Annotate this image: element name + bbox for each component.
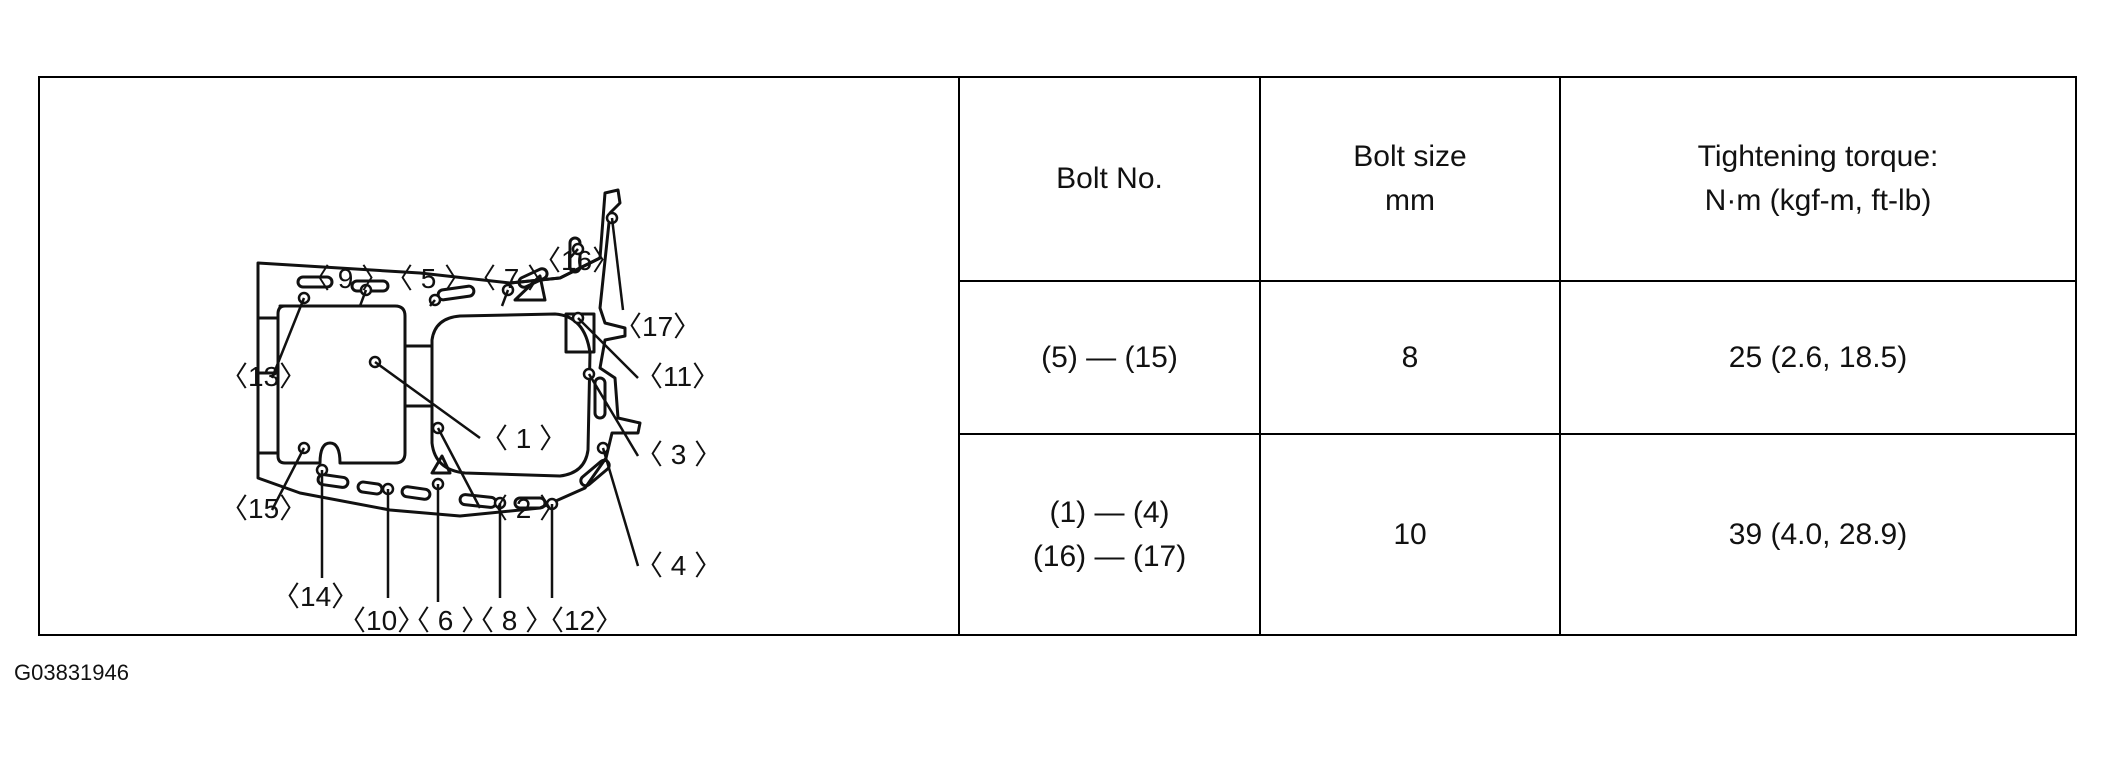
leader-16 xyxy=(569,248,579,259)
table-row: (5) — (15) 8 25 (2.6, 18.5) xyxy=(960,280,2075,435)
bolt-label-3: 〈 3 〉 xyxy=(635,439,722,470)
header-bolt-no: Bolt No. xyxy=(960,78,1261,282)
figure-id: G03831946 xyxy=(14,660,129,685)
table-header-row: Bolt No. Bolt size mm Tightening torque:… xyxy=(960,78,2075,282)
bolt-label-9: 〈 9 〉 xyxy=(302,263,389,294)
leader-13 xyxy=(270,297,306,379)
bolt-label-6: 〈 6 〉 xyxy=(402,605,489,634)
slot xyxy=(568,236,582,274)
bolt-label-7: 〈 7 〉 xyxy=(468,263,555,294)
bolt-label-15: 〈15〉 xyxy=(220,493,307,524)
bolt-label-13: 〈13〉 xyxy=(220,361,307,392)
header-line: Bolt No. xyxy=(1056,162,1163,195)
upper-arm xyxy=(509,256,601,285)
slot xyxy=(356,480,384,496)
bolt-label-1: 〈 1 〉 xyxy=(480,423,567,454)
right-opening xyxy=(430,312,592,478)
leader-11 xyxy=(577,317,639,379)
triangle-lower xyxy=(430,454,452,475)
triangle-upper xyxy=(513,274,547,302)
cell-bolt-size: 8 xyxy=(1259,280,1561,435)
bolt-label-2: 〈 2 〉 xyxy=(480,493,567,524)
slot xyxy=(400,485,432,501)
leader-9 xyxy=(358,289,368,307)
figure-frame: 〈 9 〉 〈 5 〉 〈 7 〉 〈16〉 〈17〉 〈13〉 〈11〉 〈 … xyxy=(38,76,2077,636)
bolt-label-10: 〈10〉 xyxy=(338,605,425,634)
leader-4 xyxy=(601,447,640,567)
slot xyxy=(513,496,547,510)
bolt-label-4: 〈 4 〉 xyxy=(635,550,722,581)
table-row: (1) — (4) (16) — (17) 10 39 (4.0, 28.9) xyxy=(960,433,2075,634)
diagram-drawing: 〈 9 〉 〈 5 〉 〈 7 〉 〈16〉 〈17〉 〈13〉 〈11〉 〈 … xyxy=(220,188,722,634)
bolt-label-17: 〈17〉 xyxy=(614,311,701,342)
leader-7 xyxy=(500,289,510,307)
header-line: N·m (kgf-m, ft-lb) xyxy=(1704,184,1932,217)
leader-17 xyxy=(610,217,625,311)
left-block-bottom xyxy=(256,371,280,455)
cell-torque: 39 (4.0, 28.9) xyxy=(1559,433,2075,634)
leader-2 xyxy=(436,427,482,509)
bolt-label-8: 〈 8 〉 xyxy=(466,605,553,634)
center-bridge xyxy=(403,344,434,408)
bolt-torque-table: Bolt No. Bolt size mm Tightening torque:… xyxy=(960,78,2075,634)
bolt-label-12: 〈12〉 xyxy=(536,605,623,634)
bolt-label-11: 〈11〉 xyxy=(635,361,720,392)
header-tightening-torque: Tightening torque: N·m (kgf-m, ft-lb) xyxy=(1559,78,2075,282)
cell-line: (5) — (15) xyxy=(1041,340,1178,374)
leader-3 xyxy=(587,373,640,457)
cell-bolt-no: (5) — (15) xyxy=(960,280,1261,435)
cell-bolt-no: (1) — (4) (16) — (17) xyxy=(960,433,1261,634)
slot xyxy=(296,275,334,289)
cell-line: (16) — (17) xyxy=(1032,539,1187,573)
leader-15 xyxy=(270,447,306,511)
header-line: Bolt size xyxy=(1353,140,1467,173)
cell-torque: 25 (2.6, 18.5) xyxy=(1559,280,2075,435)
leader-1 xyxy=(374,360,481,440)
cell-line: (1) — (4) xyxy=(1049,495,1170,529)
oil-pan-bolt-diagram: 〈 9 〉 〈 5 〉 〈 7 〉 〈16〉 〈17〉 〈13〉 〈11〉 〈 … xyxy=(40,78,960,634)
header-bolt-size: Bolt size mm xyxy=(1259,78,1561,282)
slot xyxy=(316,473,350,489)
cell-bolt-size: 10 xyxy=(1259,433,1561,634)
header-line: Tightening torque: xyxy=(1697,140,1939,173)
header-line: mm xyxy=(1385,184,1435,217)
bolt-label-14: 〈14〉 xyxy=(272,581,359,612)
bolt-label-5: 〈 5 〉 xyxy=(385,263,472,294)
slot xyxy=(593,376,607,420)
leader-5 xyxy=(429,299,436,307)
left-opening xyxy=(276,304,407,465)
bolt-label-16: 〈16〉 xyxy=(533,245,620,276)
